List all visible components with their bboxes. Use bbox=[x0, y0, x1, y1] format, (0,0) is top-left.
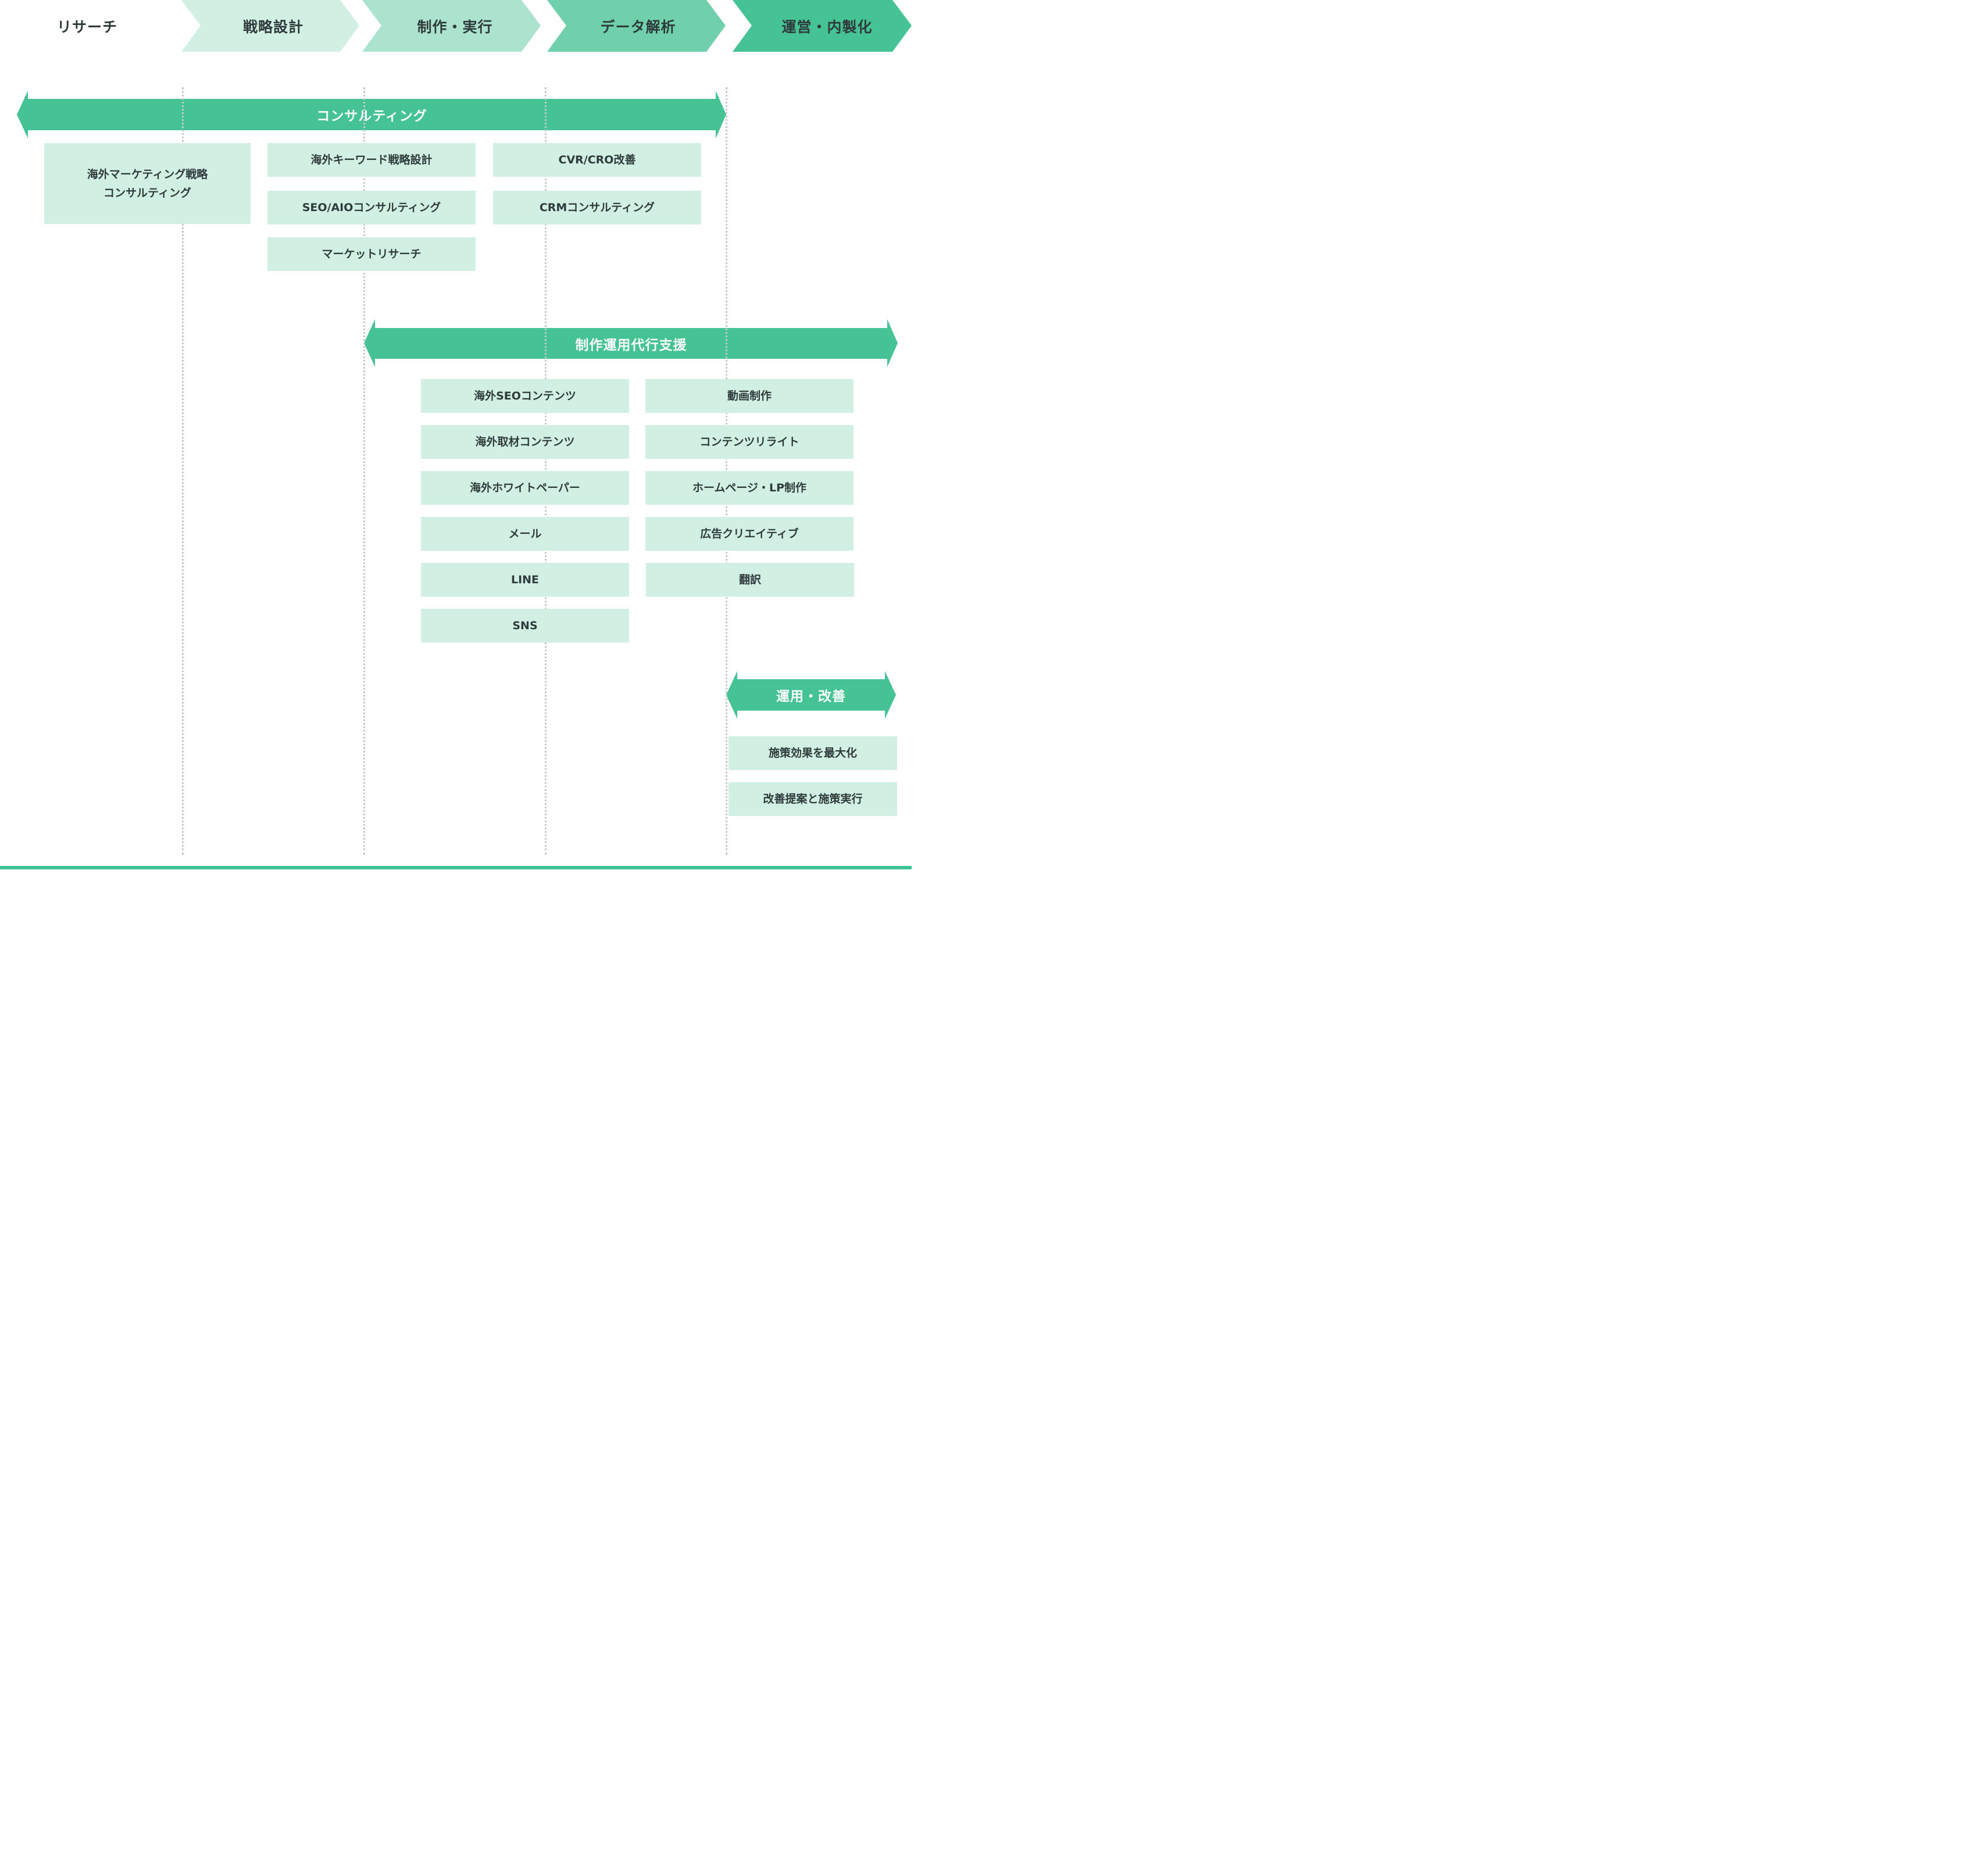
service-box: 海外ホワイトペーパー bbox=[421, 471, 629, 505]
column-divider bbox=[182, 87, 184, 855]
service-box: 改善提案と施策実行 bbox=[729, 782, 897, 816]
phase-execution: 制作・実行 bbox=[372, 0, 538, 52]
production-band: 制作運用代行支援 bbox=[375, 328, 887, 359]
phase-analysis: データ解析 bbox=[555, 0, 721, 52]
production-band-arrow bbox=[364, 319, 898, 367]
consulting-band-arrow bbox=[17, 91, 726, 138]
service-box: 海外SEOコンテンツ bbox=[421, 379, 629, 413]
phase-label: データ解析 bbox=[600, 18, 676, 35]
service-label: 広告クリエイティブ bbox=[700, 527, 799, 540]
service-label: 海外SEOコンテンツ bbox=[474, 390, 576, 402]
service-label: 翻訳 bbox=[738, 573, 761, 586]
consulting-band: コンサルティング bbox=[28, 99, 716, 130]
phase-label: 制作・実行 bbox=[417, 18, 493, 35]
service-box: CRMコンサルティング bbox=[493, 191, 701, 224]
service-box: メール bbox=[421, 517, 629, 551]
service-box: マーケットリサーチ bbox=[267, 237, 476, 271]
service-label: 改善提案と施策実行 bbox=[763, 793, 863, 805]
service-label: 海外マーケティング戦略 コンサルティング bbox=[87, 167, 208, 199]
service-box: コンテンツリライト bbox=[645, 425, 854, 459]
background-shapes bbox=[17, 0, 912, 719]
phase-label: 運営・内製化 bbox=[781, 18, 873, 35]
service-box: SNS bbox=[421, 609, 629, 643]
service-label: コンテンツリライト bbox=[699, 436, 799, 448]
phase-strategy: 戦略設計 bbox=[192, 0, 355, 52]
service-box: ホームページ・LP制作 bbox=[645, 471, 854, 505]
phase-arrow-strategy bbox=[181, 0, 359, 52]
service-box: 施策効果を最大化 bbox=[729, 736, 897, 770]
phase-label: リサーチ bbox=[56, 18, 117, 35]
service-label: SNS bbox=[512, 619, 538, 632]
service-box: CVR/CRO改善 bbox=[493, 143, 701, 177]
service-box: LINE bbox=[421, 563, 629, 597]
band-label: 制作運用代行支援 bbox=[575, 337, 687, 353]
service-box: 広告クリエイティブ bbox=[645, 517, 854, 551]
service-box: SEO/AIOコンサルティング bbox=[267, 191, 476, 224]
service-label: 海外ホワイトペーパー bbox=[470, 482, 580, 494]
service-label: メール bbox=[508, 527, 542, 540]
phase-operation: 運営・内製化 bbox=[744, 0, 910, 52]
service-label: マーケットリサーチ bbox=[322, 248, 422, 261]
phase-label: 戦略設計 bbox=[242, 18, 303, 35]
service-label: ホームページ・LP制作 bbox=[692, 482, 807, 494]
phase-research: リサーチ bbox=[0, 0, 174, 52]
service-box: 海外キーワード戦略設計 bbox=[267, 143, 476, 177]
service-label: SEO/AIOコンサルティング bbox=[302, 201, 441, 214]
column-divider bbox=[363, 87, 365, 855]
service-label: 海外キーワード戦略設計 bbox=[310, 154, 433, 166]
operation-band-arrow bbox=[726, 671, 896, 719]
phase-arrow-execution bbox=[362, 0, 541, 52]
phase-arrow-analysis bbox=[547, 0, 726, 52]
service-box: 翻訳 bbox=[646, 563, 854, 597]
service-label: CVR/CRO改善 bbox=[558, 154, 636, 166]
phase-arrow-operation bbox=[733, 0, 912, 52]
service-label: LINE bbox=[510, 573, 540, 586]
service-label: 動画制作 bbox=[727, 390, 772, 402]
band-label: 運用・改善 bbox=[776, 689, 846, 704]
service-box: 海外マーケティング戦略 コンサルティング bbox=[44, 143, 251, 224]
service-label: 海外取材コンテンツ bbox=[475, 436, 575, 448]
service-label: 施策効果を最大化 bbox=[768, 747, 857, 759]
service-box: 動画制作 bbox=[645, 379, 854, 413]
band-label: コンサルティング bbox=[316, 109, 427, 124]
bottom-rule bbox=[0, 866, 912, 869]
service-label: CRMコンサルティング bbox=[539, 201, 655, 214]
operation-band: 運用・改善 bbox=[737, 679, 885, 711]
service-box: 海外取材コンテンツ bbox=[421, 425, 629, 459]
